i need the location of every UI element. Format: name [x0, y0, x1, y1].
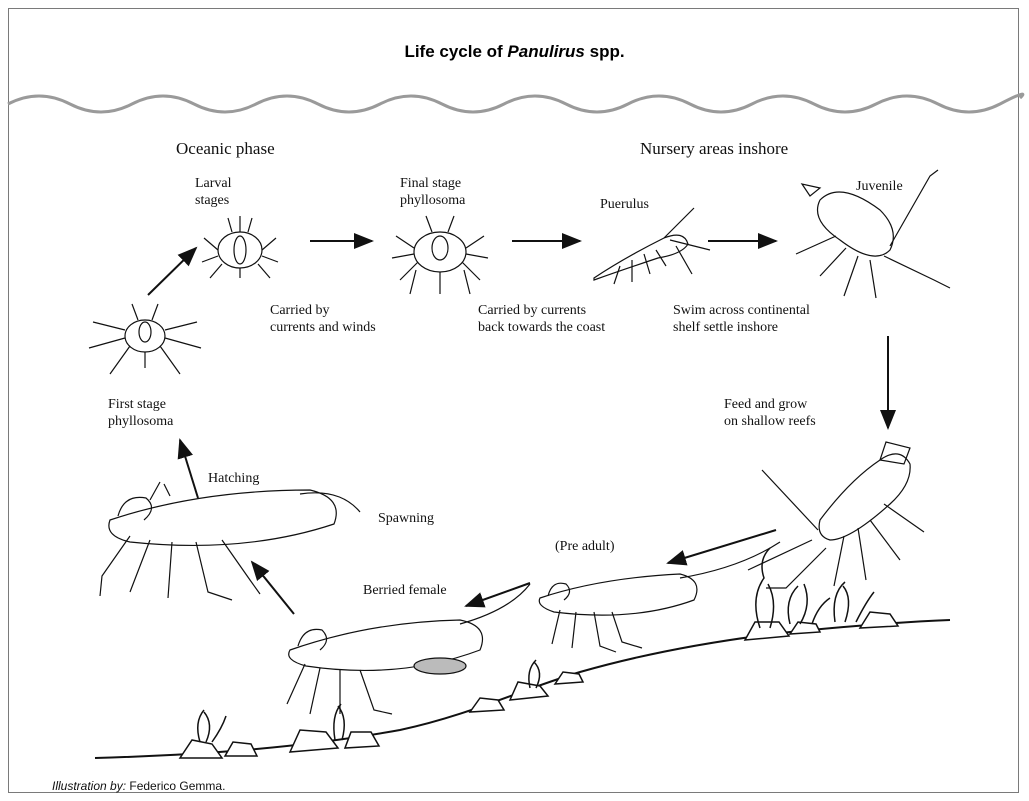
final-stage-phyllosoma-figure: [392, 216, 488, 294]
swim-across-label: Swim across continentalshelf settle insh…: [673, 302, 810, 336]
juvenile-label: Juvenile: [856, 178, 903, 195]
illustration-credit: Illustration by: Federico Gemma.: [52, 779, 225, 793]
larval-stages-label: Larvalstages: [195, 175, 232, 209]
first-stage-label: First stagephyllosoma: [108, 396, 173, 430]
carried-winds-label: Carried bycurrents and winds: [270, 302, 376, 336]
seaweed: [198, 548, 874, 742]
sea-surface-wave: [8, 94, 1023, 112]
larval-stage-figure: [202, 216, 278, 278]
adult-on-reef-figure: [748, 442, 924, 588]
oceanic-phase-heading: Oceanic phase: [176, 140, 275, 157]
feed-grow-label: Feed and growon shallow reefs: [724, 396, 816, 430]
berried-female-label: Berried female: [363, 582, 447, 599]
pre-adult-figure: [539, 542, 780, 652]
carried-coast-label: Carried by currentsback towards the coas…: [478, 302, 605, 336]
first-stage-phyllosoma-figure: [89, 304, 201, 374]
nursery-areas-heading: Nursery areas inshore: [640, 140, 788, 157]
final-stage-label: Final stagephyllosoma: [400, 175, 465, 209]
puerulus-label: Puerulus: [600, 196, 649, 213]
spawning-label: Spawning: [378, 510, 434, 527]
pre-adult-label: (Pre adult): [555, 538, 614, 555]
spawning-lobster-figure: [100, 482, 360, 600]
puerulus-figure: [594, 208, 710, 284]
hatching-label: Hatching: [208, 470, 259, 487]
berried-female-figure: [287, 584, 530, 714]
